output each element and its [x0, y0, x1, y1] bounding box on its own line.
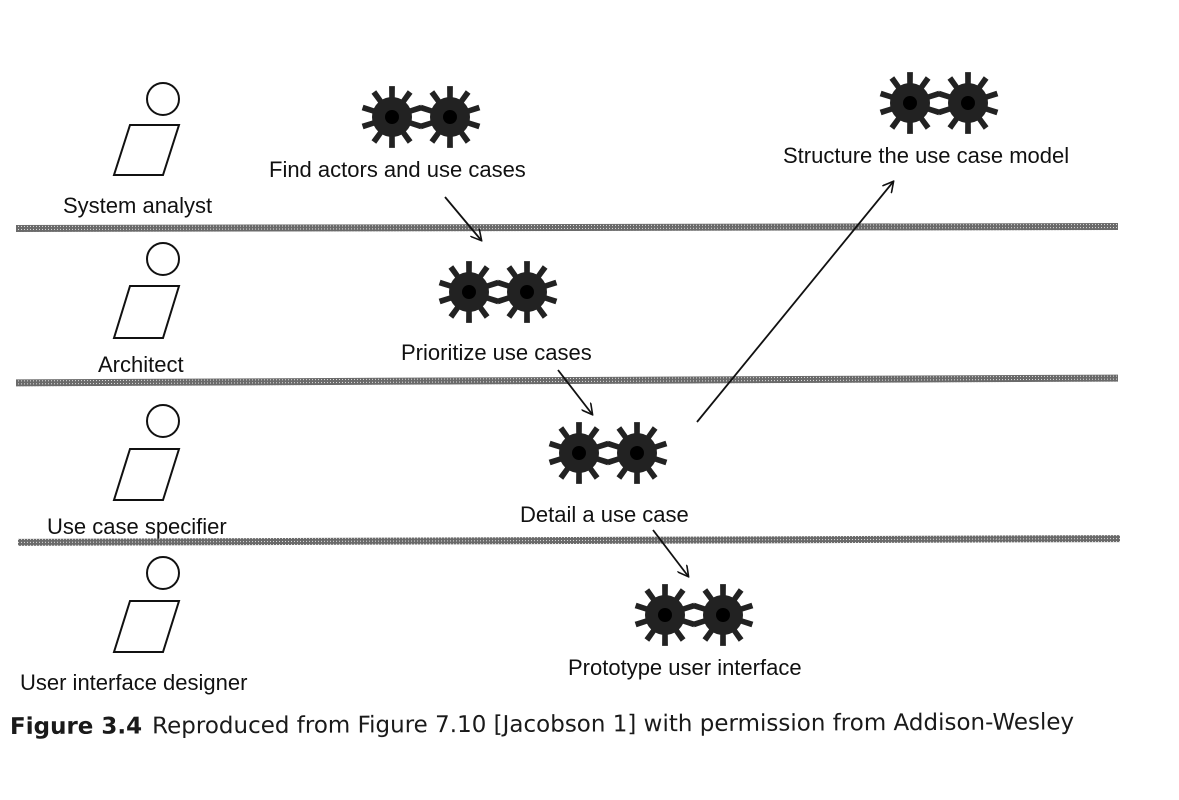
gear-hub — [462, 285, 476, 299]
activity-label-prototype: Prototype user interface — [568, 655, 802, 680]
gears-icon — [438, 261, 558, 323]
gear-hub — [385, 110, 399, 124]
flow-arrow-prioritize-to-detail — [557, 369, 592, 414]
worker-label-user-interface-designer: User interface designer — [20, 670, 248, 695]
gear-hub — [716, 608, 730, 622]
flow-arrow-detail-to-structure — [696, 182, 893, 423]
worker-label-architect: Architect — [98, 352, 184, 377]
gear-hub — [630, 446, 644, 460]
gear-hub — [443, 110, 457, 124]
activity-label-structure-model: Structure the use case model — [783, 143, 1070, 168]
gear-hub — [520, 285, 534, 299]
flow-arrow-find-to-prioritize — [444, 196, 481, 240]
gear-hub — [658, 608, 672, 622]
gear-hub — [903, 96, 917, 110]
flow-arrow-detail-to-prototype — [652, 529, 688, 576]
figure-caption-text: Reproduced from Figure 7.10 [Jacobson 1]… — [152, 709, 1075, 740]
flow-arrows — [444, 182, 893, 576]
gears-icon — [634, 584, 754, 646]
gear-hub — [572, 446, 586, 460]
figure-caption: Figure 3.4 Reproduced from Figure 7.10 [J… — [9, 709, 1075, 740]
lane-separator-3 — [17, 535, 1121, 546]
activity-label-detail: Detail a use case — [520, 502, 689, 527]
worker-use-case-specifier-icon — [112, 404, 181, 501]
worker-system-analyst-icon — [112, 82, 181, 176]
activity-label-find-actors: Find actors and use cases — [269, 157, 526, 182]
gears-icon — [361, 86, 481, 148]
worker-architect-icon — [112, 242, 181, 339]
figure-number: Figure 3.4 — [9, 713, 143, 740]
worker-label-use-case-specifier: Use case specifier — [47, 514, 227, 539]
activity-gears — [361, 72, 999, 646]
gear-hub — [961, 96, 975, 110]
lane-separators — [15, 223, 1121, 546]
worker-user-interface-designer-icon — [112, 556, 181, 653]
worker-label-system-analyst: System analyst — [63, 193, 213, 218]
activity-label-prioritize: Prioritize use cases — [401, 340, 592, 365]
lane-separator-1 — [15, 223, 1119, 232]
gears-icon — [548, 422, 668, 484]
gears-icon — [879, 72, 999, 134]
